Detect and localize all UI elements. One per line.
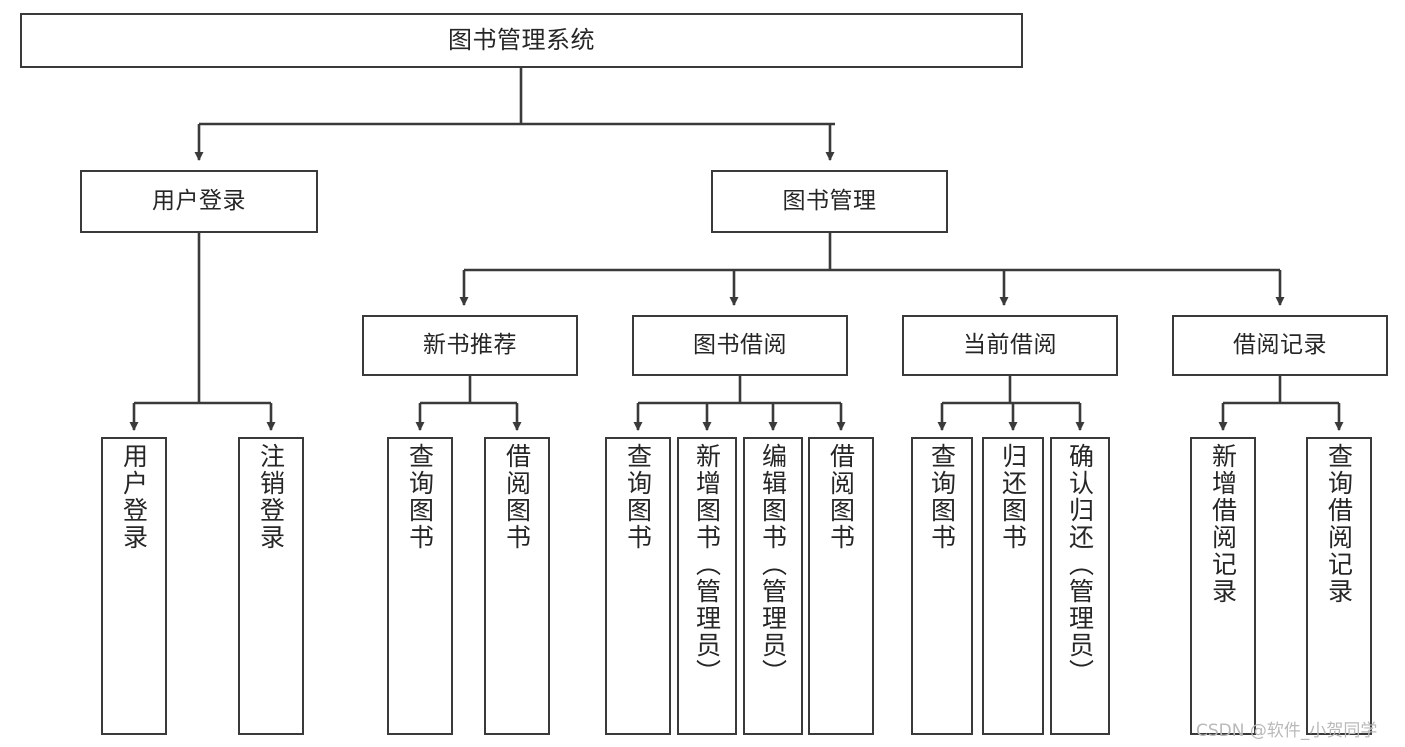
node-label: 借阅图书 <box>502 443 532 551</box>
node-label: 图书借阅 <box>693 331 787 358</box>
node-label: 查询图书 <box>623 443 653 551</box>
node-label: 新增借阅记录 <box>1208 443 1238 605</box>
leaf-borrow-book-newbook[interactable]: 借阅图书 <box>484 437 550 735</box>
node-label: 确认归还（管理员） <box>1065 443 1095 686</box>
node-label: 注销登录 <box>256 443 286 551</box>
node-label: 编辑图书（管理员） <box>758 443 788 686</box>
leaf-edit-book-admin[interactable]: 编辑图书（管理员） <box>743 437 803 735</box>
node-label: 查询图书 <box>927 443 957 551</box>
node-label: 新书推荐 <box>423 331 517 358</box>
node-new-book-recommend[interactable]: 新书推荐 <box>362 315 578 376</box>
leaf-logout[interactable]: 注销登录 <box>238 437 304 735</box>
leaf-query-borrow-record[interactable]: 查询借阅记录 <box>1306 437 1372 735</box>
node-label: 归还图书 <box>998 443 1028 551</box>
node-book-management[interactable]: 图书管理 <box>711 170 948 233</box>
watermark: CSDN @软件_小贺同学 <box>1196 721 1378 741</box>
node-label: 查询借阅记录 <box>1324 443 1354 605</box>
node-root-system[interactable]: 图书管理系统 <box>20 13 1023 68</box>
leaf-confirm-return-admin[interactable]: 确认归还（管理员） <box>1050 437 1110 735</box>
node-label: 新增图书（管理员） <box>692 443 722 686</box>
leaf-query-book-newbook[interactable]: 查询图书 <box>387 437 453 735</box>
leaf-user-login[interactable]: 用户登录 <box>101 437 167 735</box>
leaf-add-book-admin[interactable]: 新增图书（管理员） <box>677 437 737 735</box>
node-label: 当前借阅 <box>963 331 1057 358</box>
leaf-query-book-borrow[interactable]: 查询图书 <box>605 437 671 735</box>
leaf-return-book[interactable]: 归还图书 <box>982 437 1044 735</box>
leaf-add-borrow-record[interactable]: 新增借阅记录 <box>1190 437 1256 735</box>
node-label: 借阅图书 <box>826 443 856 551</box>
node-current-borrow[interactable]: 当前借阅 <box>902 315 1118 376</box>
node-label: 借阅记录 <box>1233 331 1327 358</box>
node-label: 用户登录 <box>152 187 246 214</box>
node-label: 图书管理 <box>782 187 877 214</box>
node-borrow-records[interactable]: 借阅记录 <box>1172 315 1388 376</box>
node-user-login[interactable]: 用户登录 <box>80 170 318 233</box>
node-book-borrow[interactable]: 图书借阅 <box>632 315 848 376</box>
node-label: 查询图书 <box>405 443 435 551</box>
node-label: 图书管理系统 <box>448 26 595 55</box>
leaf-borrow-book[interactable]: 借阅图书 <box>808 437 874 735</box>
leaf-query-book-current[interactable]: 查询图书 <box>911 437 973 735</box>
node-label: 用户登录 <box>119 443 149 551</box>
